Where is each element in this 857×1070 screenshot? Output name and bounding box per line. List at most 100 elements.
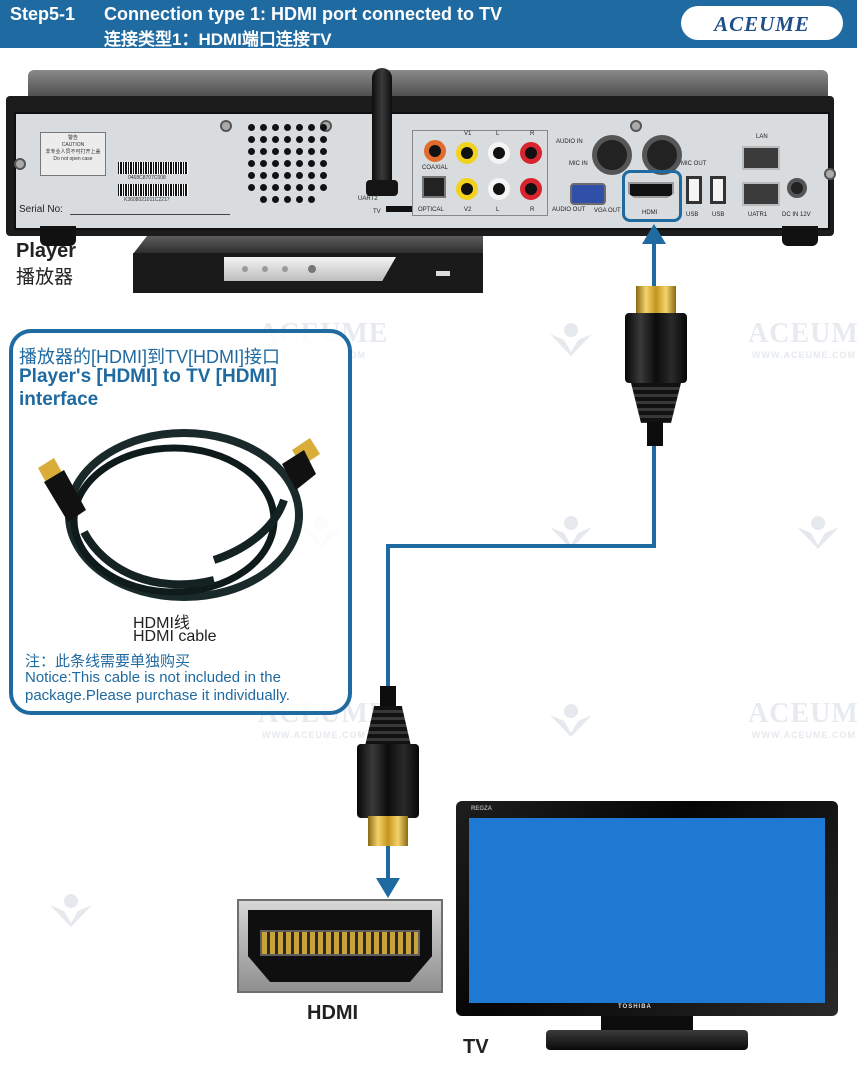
port-label-v1: V1 (464, 131, 472, 137)
port-label-usb: USB (712, 212, 725, 218)
usb-port (686, 176, 702, 204)
watermark-figure-icon (50, 894, 92, 927)
cable-label-cn: HDMI线 (133, 615, 190, 632)
front-indicator-icon (262, 266, 268, 272)
screw-icon (824, 168, 836, 180)
watermark-figure-icon (550, 516, 592, 549)
av-connector-group (412, 130, 548, 216)
cable-label-en: HDMI cable (133, 628, 217, 645)
player-label-en: Player (16, 240, 77, 262)
callout-title-en-line1: Player's [HDMI] to TV [HDMI] (19, 366, 277, 387)
audio-out-right-port (520, 178, 542, 200)
serial-line (70, 214, 230, 215)
caution-en2: Do not open case (53, 156, 93, 162)
port-label-l-bottom: L (496, 207, 500, 213)
player-foot (782, 226, 818, 246)
optical-port (422, 176, 446, 198)
antenna-base (366, 180, 398, 196)
usb-port (710, 176, 726, 204)
barcode-number: K3608021011C2217 (124, 197, 170, 203)
audio-in-right-port (520, 142, 542, 164)
callout-title-en-line2: interface (19, 389, 99, 410)
audio-in-left-port (488, 142, 510, 164)
watermark-url: WWW.ACEUME.COM (262, 730, 366, 740)
hdmi-cable-segment (647, 422, 663, 446)
tv-slot (386, 206, 412, 212)
hdmi-port-label: HDMI (307, 1002, 359, 1024)
port-label-audio-out: AUDIO OUT (552, 207, 586, 213)
caution-en: CAUTION (61, 142, 85, 148)
port-label-l-top: L (496, 131, 500, 137)
notice-en-line2: package.Please purchase it individually. (25, 687, 290, 704)
dc-power-port (787, 178, 807, 198)
barcode-icon (118, 184, 188, 196)
front-power-button-icon (308, 265, 316, 273)
watermark-url: WWW.ACEUME.COM (752, 350, 856, 360)
caution-cn: 警告 (67, 135, 78, 141)
front-usb-slot (436, 271, 450, 276)
video-in-port-v1 (456, 142, 478, 164)
hdmi-cable-coil-icon (38, 429, 320, 601)
arrow-down-icon (376, 878, 400, 898)
hdmi-plug-body (357, 744, 419, 818)
arrow-up-icon (642, 224, 666, 244)
notice-en-line1: Notice:This cable is not included in the (25, 669, 281, 686)
watermark-url: WWW.ACEUME.COM (752, 730, 856, 740)
caution-label: 警告 CAUTION 非专业人员不可打开上盖 Do not open case (40, 132, 106, 176)
brand-logo-text: ACEUME (714, 12, 810, 36)
hdmi-cable-segment (380, 686, 396, 710)
barcode-icon (118, 162, 188, 174)
front-indicator-icon (282, 266, 288, 272)
port-label-dc: DC IN 12V (782, 212, 811, 218)
hdmi-plug-gold-tip (368, 816, 408, 846)
player-front-top (133, 236, 483, 254)
tv-stand-neck (601, 1016, 693, 1032)
hdmi-port-highlight (622, 170, 682, 222)
port-label-coaxial: COAXIAL (422, 165, 449, 171)
port-label-vga-out: VGA OUT (594, 208, 621, 214)
vent-grille (248, 124, 334, 206)
brand-logo: ACEUME (681, 6, 843, 40)
port-label-uatr1: UATR1 (748, 212, 768, 218)
port-label-r-bottom: R (530, 207, 535, 213)
hdmi-output-port (628, 182, 674, 198)
tv-brand-top: REGZA (471, 806, 492, 812)
barcode-number: 0468C8707C008 (128, 175, 166, 181)
port-label-r-top: R (530, 131, 535, 137)
step-number: Step5-1 (10, 4, 76, 24)
port-label-optical: OPTICAL (418, 207, 444, 213)
serial-label: Serial No: (19, 204, 63, 215)
header-bar: Step5-1 Connection type 1: HDMI port con… (0, 0, 857, 49)
screw-icon (14, 158, 26, 170)
caution-cn2: 非专业人员不可打开上盖 (45, 149, 101, 155)
tv-label: TV (463, 1036, 489, 1058)
antenna (372, 68, 392, 190)
hdmi-plug-body (625, 313, 687, 383)
video-out-port-v2 (456, 178, 478, 200)
tv-brand-bottom: TOSHIBA (618, 1004, 652, 1010)
port-label-uart2: UART2 (358, 196, 378, 202)
port-label-hdmi: HDMI (642, 210, 658, 216)
hdmi-plug-gold-tip (636, 286, 676, 316)
port-label-mic-out: MIC OUT (681, 161, 707, 167)
player-back-panel (14, 112, 830, 230)
watermark-figure-icon (797, 516, 839, 549)
player-label-cn: 播放器 (16, 267, 74, 288)
port-label-usb: USB (686, 212, 699, 218)
audio-out-left-port (488, 178, 510, 200)
title-chinese: 连接类型1：HDMI端口连接TV (104, 30, 332, 49)
title-english: Connection type 1: HDMI port connected t… (104, 4, 503, 24)
callout-title-cn: 播放器的[HDMI]到TV[HDMI]接口 (19, 347, 280, 367)
notice-cn: 注：此条线需要单独购买 (25, 653, 191, 670)
watermark-figure-icon (550, 704, 592, 737)
watermark-brand: ACEUME (748, 318, 857, 349)
screw-icon (220, 120, 232, 132)
screw-icon (630, 120, 642, 132)
coaxial-port (424, 140, 446, 162)
mic-in-jack (592, 135, 632, 175)
port-label-lan: LAN (756, 134, 768, 140)
vga-out-port (570, 183, 606, 205)
watermark-brand: ACEUME (748, 698, 857, 729)
tv-screen (469, 818, 825, 1003)
